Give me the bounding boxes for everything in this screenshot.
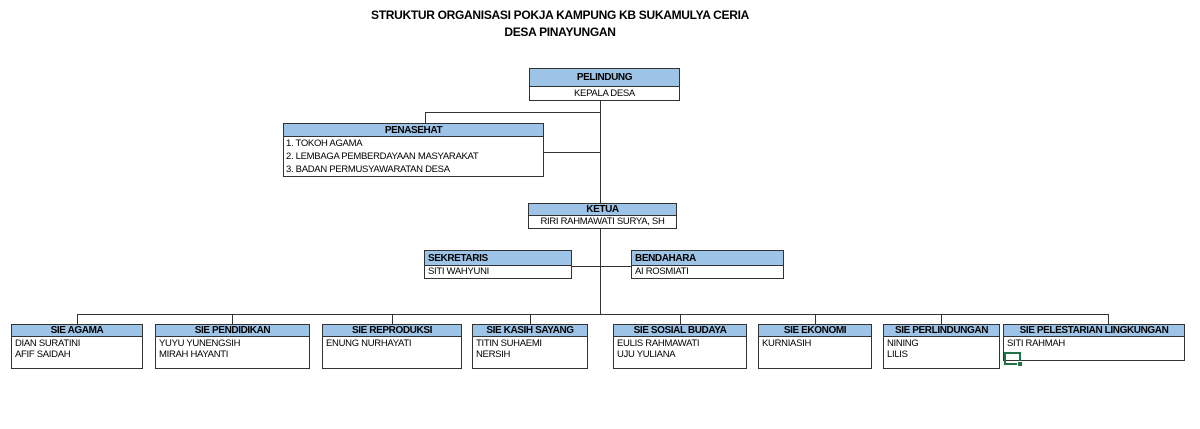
node-title: PELINDUNG bbox=[529, 68, 680, 87]
member-name: AFIF SAIDAH bbox=[15, 349, 71, 360]
member-name: ENUNG NURHAYATI bbox=[326, 338, 412, 349]
org-node-bendahara: BENDAHARA AI ROSMIATI bbox=[631, 250, 784, 279]
member-name: AI ROSMIATI bbox=[635, 266, 689, 277]
node-title: SIE AGAMA bbox=[11, 324, 143, 337]
org-node-pelindung: PELINDUNG KEPALA DESA bbox=[529, 68, 680, 101]
chart-title: STRUKTUR ORGANISASI POKJA KAMPUNG KB SUK… bbox=[160, 7, 960, 41]
member-name: RIRI RAHMAWATI SURYA, SH bbox=[540, 216, 665, 227]
connector-line bbox=[530, 314, 531, 324]
org-node-sie-ekonomi: SIE EKONOMI KURNIASIH bbox=[758, 324, 872, 369]
member-name: SITI WAHYUNI bbox=[428, 266, 489, 277]
org-node-sie-reproduksi: SIE REPRODUKSI ENUNG NURHAYATI bbox=[322, 324, 462, 369]
connector-line bbox=[680, 314, 681, 324]
org-node-sie-pendidikan: SIE PENDIDIKAN YUYU YUNENGSIH MIRAH HAYA… bbox=[155, 324, 310, 369]
connector-line bbox=[572, 266, 632, 267]
org-node-sie-kasih-sayang: SIE KASIH SAYANG TITIN SUHAEMI NERSIH bbox=[472, 324, 588, 369]
connector-line bbox=[815, 314, 816, 324]
member-name: UJU YULIANA bbox=[617, 349, 676, 360]
excel-fill-handle-icon[interactable] bbox=[1017, 361, 1023, 367]
connector-line bbox=[77, 314, 78, 324]
connector-line bbox=[425, 112, 601, 113]
org-node-ketua: KETUA RIRI RAHMAWATI SURYA, SH bbox=[528, 203, 677, 229]
member-name: 2. LEMBAGA PEMBERDAYAAN MASYARAKAT bbox=[286, 151, 479, 162]
member-name: LILIS bbox=[887, 349, 908, 360]
org-node-sie-agama: SIE AGAMA DIAN SURATINI AFIF SAIDAH bbox=[11, 324, 143, 369]
connector-line bbox=[425, 112, 426, 123]
connector-line bbox=[1108, 314, 1109, 324]
member-name: DIAN SURATINI bbox=[15, 338, 81, 349]
chart-title-line1: STRUKTUR ORGANISASI POKJA KAMPUNG KB SUK… bbox=[371, 8, 749, 22]
node-title: KETUA bbox=[528, 203, 677, 216]
member-name: 1. TOKOH AGAMA bbox=[286, 138, 363, 149]
member-name: SITI RAHMAH bbox=[1007, 338, 1065, 349]
member-name: MIRAH HAYANTI bbox=[159, 349, 229, 360]
connector-line bbox=[600, 229, 601, 314]
node-title: SIE SOSIAL BUDAYA bbox=[613, 324, 747, 337]
node-title: SIE PERLINDUNGAN bbox=[883, 324, 1000, 337]
member-name: NERSIH bbox=[476, 349, 511, 360]
node-title: SIE EKONOMI bbox=[758, 324, 872, 337]
node-title: SIE PELESTARIAN LINGKUNGAN bbox=[1003, 324, 1185, 337]
member-name: KEPALA DESA bbox=[574, 88, 635, 99]
org-node-sie-pelestarian-lingkungan: SIE PELESTARIAN LINGKUNGAN SITI RAHMAH bbox=[1003, 324, 1185, 361]
org-node-sie-perlindungan: SIE PERLINDUNGAN NINING LILIS bbox=[883, 324, 1000, 369]
node-title: SIE REPRODUKSI bbox=[322, 324, 462, 337]
node-title: PENASEHAT bbox=[283, 123, 544, 137]
org-node-sie-sosial-budaya: SIE SOSIAL BUDAYA EULIS RAHMAWATI UJU YU… bbox=[613, 324, 747, 369]
member-name: KURNIASIH bbox=[762, 338, 812, 349]
node-title: BENDAHARA bbox=[631, 250, 784, 266]
connector-line bbox=[600, 100, 601, 203]
node-title: SIE PENDIDIKAN bbox=[155, 324, 310, 337]
member-name: 3. BADAN PERMUSYAWARATAN DESA bbox=[286, 164, 450, 175]
connector-line bbox=[77, 314, 1109, 315]
member-name: NINING bbox=[887, 338, 919, 349]
member-name: YUYU YUNENGSIH bbox=[159, 338, 241, 349]
connector-line bbox=[392, 314, 393, 324]
member-name: TITIN SUHAEMI bbox=[476, 338, 542, 349]
connector-line bbox=[232, 314, 233, 324]
node-title: SEKRETARIS bbox=[424, 250, 572, 266]
excel-active-cell[interactable] bbox=[1004, 352, 1023, 367]
node-title: SIE KASIH SAYANG bbox=[472, 324, 588, 337]
chart-title-line2: DESA PINAYUNGAN bbox=[504, 25, 616, 39]
member-name: EULIS RAHMAWATI bbox=[617, 338, 700, 349]
connector-line bbox=[544, 152, 601, 153]
org-node-sekretaris: SEKRETARIS SITI WAHYUNI bbox=[424, 250, 572, 279]
org-node-penasehat: PENASEHAT 1. TOKOH AGAMA 2. LEMBAGA PEMB… bbox=[283, 123, 544, 177]
connector-line bbox=[941, 314, 942, 324]
